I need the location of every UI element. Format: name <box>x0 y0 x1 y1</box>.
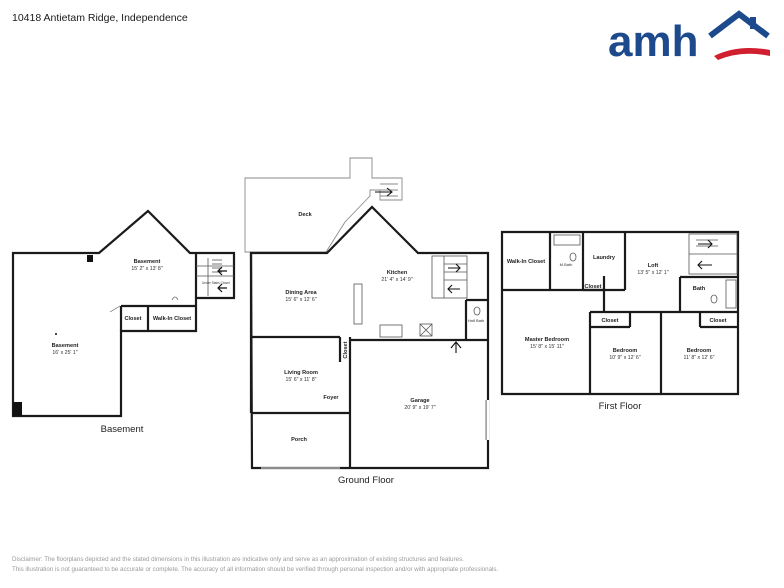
stair-arrow-icon <box>698 239 713 249</box>
basement-post <box>13 402 22 416</box>
floor-label-basement: Basement <box>101 424 144 435</box>
room-name: Loft <box>648 263 659 269</box>
basement-plan: Basement 16' x 25' 1" Basement 15' 2" x … <box>11 209 236 435</box>
room-dims: 10' 9" x 12' 6" <box>609 355 640 361</box>
room-dims: 15' 2" x 13' 8" <box>131 266 162 272</box>
bathtub-icon <box>553 234 581 246</box>
room-name: Kitchen <box>387 270 408 276</box>
stair-arrow-icon <box>697 260 712 270</box>
kitchen-fridge <box>419 323 433 337</box>
amh-logo: amh <box>608 10 770 66</box>
disclaimer-line-1: Disclaimer: The floorplans depicted and … <box>12 556 464 563</box>
room-name: Living Room <box>284 370 318 376</box>
garage-entry-arrow-icon <box>450 341 462 353</box>
room-name: Under Stairs Closet <box>202 281 230 285</box>
room-dims: 13' 5" x 12' 1" <box>637 270 668 276</box>
room-dims: 15' 6" x 12' 6" <box>285 297 316 303</box>
stair-arrow-icon <box>217 283 227 293</box>
room-name: Porch <box>291 437 307 443</box>
logo-chimney-icon <box>750 17 756 29</box>
door-swing <box>109 305 121 313</box>
logo-roof-icon <box>708 10 770 39</box>
bathtub-icon <box>725 279 737 309</box>
stair-arrow-icon <box>447 284 460 294</box>
room-dims: 11' 8" x 12' 6" <box>684 355 715 361</box>
room-name: Dining Area <box>285 290 317 296</box>
ground-stairs <box>431 255 468 299</box>
kitchen-fridge <box>419 323 433 337</box>
room-name: Closet <box>124 316 141 322</box>
toilet-icon <box>473 306 481 316</box>
room-name: Walk-In Closet <box>507 259 545 265</box>
room-dims: 15' 8" x 15' 11" <box>530 344 564 350</box>
room-name: Bedroom <box>613 348 638 354</box>
room-name: Deck <box>298 212 312 218</box>
room-name: Laundry <box>593 255 616 261</box>
basement-post <box>87 255 93 262</box>
room-name: Walk-In Closet <box>153 316 191 322</box>
room-dims: 16' x 25' 1" <box>52 350 77 356</box>
deck-stair-arrow-icon <box>375 187 393 197</box>
property-address: 10418 Antietam Ridge, Independence <box>12 12 188 24</box>
room-name: Closet <box>343 341 349 358</box>
ground-floor-plan: Deck Dining Area 15' 6" x 12' 6" Kitchen… <box>244 157 490 486</box>
room-name: Basement <box>134 259 161 265</box>
toilet-icon <box>710 294 718 304</box>
stair-arrow-icon <box>217 266 227 276</box>
room-name: M.Bath <box>560 262 573 267</box>
kitchen-counter <box>353 283 363 325</box>
room-name: Closet <box>709 318 726 324</box>
kitchen-range <box>379 324 403 338</box>
disclaimer-line-2: This illustration is not guaranteed to b… <box>12 566 499 573</box>
stair-arrow-icon <box>448 263 461 273</box>
room-name: Master Bedroom <box>525 337 569 343</box>
first-floor-plan: Walk-In Closet M.Bath Laundry Loft 13' 5… <box>500 230 740 412</box>
logo-swoosh-icon <box>714 48 770 60</box>
first-outer-walls <box>500 230 740 396</box>
toilet-icon <box>569 252 577 262</box>
room-dims: 20' 9" x 19' 7" <box>404 405 435 411</box>
room-name: Bedroom <box>687 348 712 354</box>
logo-wordmark: amh <box>608 17 698 66</box>
basement-post <box>55 333 57 335</box>
basement-outer-walls <box>11 209 236 418</box>
room-name: Bath <box>693 286 706 292</box>
floor-label-ground: Ground Floor <box>338 475 394 486</box>
room-name: Half Bath <box>468 318 484 323</box>
room-name: Foyer <box>323 395 339 401</box>
room-name: Garage <box>410 398 429 404</box>
door-swing <box>171 296 179 301</box>
deck-outline <box>244 157 403 253</box>
room-name: Basement <box>52 343 79 349</box>
room-name: Closet <box>601 318 618 324</box>
room-name: Closet <box>584 284 601 290</box>
room-dims: 15' 6" x 11' 8" <box>286 377 317 383</box>
room-dims: 21' 4" x 14' 9" <box>381 277 412 283</box>
floor-label-first: First Floor <box>599 401 642 412</box>
